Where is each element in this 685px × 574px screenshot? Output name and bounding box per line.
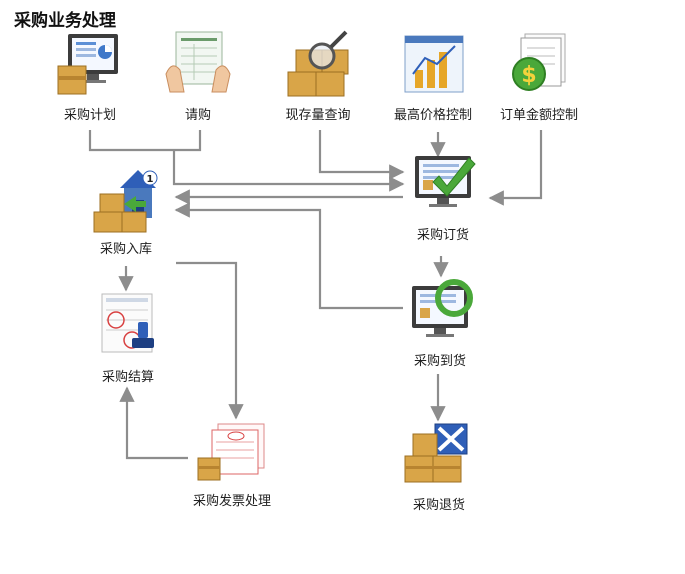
purchase-plan-icon bbox=[57, 34, 118, 95]
line-request-to-order bbox=[172, 150, 405, 192]
purchase-settlement-icon bbox=[101, 293, 154, 353]
node-label: 采购结算 bbox=[101, 370, 154, 385]
node-max-price-control[interactable]: 最高价格控制 bbox=[383, 30, 483, 123]
node-purchase-plan[interactable]: 采购计划 bbox=[40, 30, 140, 123]
node-stock-query[interactable]: 现存量查询 bbox=[268, 30, 368, 123]
node-label: 请购 bbox=[184, 108, 211, 123]
node-purchase-settlement[interactable]: 采购结算 bbox=[78, 290, 178, 385]
node-label: 采购入库 bbox=[99, 242, 152, 257]
purchase-request-icon bbox=[165, 31, 231, 93]
line-inbound-to-invoice bbox=[176, 261, 244, 420]
line-stock-to-order bbox=[318, 130, 405, 180]
stock-query-icon bbox=[287, 30, 349, 97]
node-label: 采购退货 bbox=[412, 498, 465, 513]
node-purchase-order[interactable]: 采购订货 bbox=[393, 150, 493, 243]
node-label: 采购发票处理 bbox=[192, 494, 271, 509]
line-amount-to-order bbox=[488, 130, 543, 206]
line-invoice-to-settlement bbox=[119, 386, 188, 460]
svg-text:$: $ bbox=[521, 63, 536, 88]
svg-text:1: 1 bbox=[147, 174, 154, 185]
purchase-arrival-icon bbox=[412, 279, 473, 337]
node-purchase-inbound[interactable]: 1 采购入库 bbox=[76, 164, 176, 257]
purchase-invoice-icon bbox=[197, 423, 265, 481]
line-plan-to-order bbox=[88, 130, 202, 152]
purchase-order-icon bbox=[415, 156, 476, 207]
node-label: 订单金额控制 bbox=[499, 108, 578, 123]
page-title: 采购业务处理 bbox=[14, 11, 116, 31]
order-amount-control-icon: $ bbox=[512, 33, 566, 91]
max-price-control-icon bbox=[404, 35, 464, 93]
node-order-amount-control[interactable]: $ 订单金额控制 bbox=[489, 30, 589, 123]
node-purchase-arrival[interactable]: 采购到货 bbox=[390, 276, 490, 369]
node-label: 采购计划 bbox=[63, 108, 116, 123]
purchase-inbound-icon: 1 bbox=[93, 170, 158, 233]
node-label: 采购到货 bbox=[413, 354, 466, 369]
node-purchase-invoice[interactable]: 采购发票处理 bbox=[182, 420, 282, 509]
node-label: 最高价格控制 bbox=[393, 108, 472, 123]
node-label: 采购订货 bbox=[416, 228, 469, 243]
line-arrival-to-inbound bbox=[174, 202, 403, 310]
node-label: 现存量查询 bbox=[285, 108, 351, 123]
purchase-return-icon bbox=[404, 423, 468, 483]
node-purchase-return[interactable]: 采购退货 bbox=[389, 420, 489, 513]
node-purchase-request[interactable]: 请购 bbox=[148, 30, 248, 123]
